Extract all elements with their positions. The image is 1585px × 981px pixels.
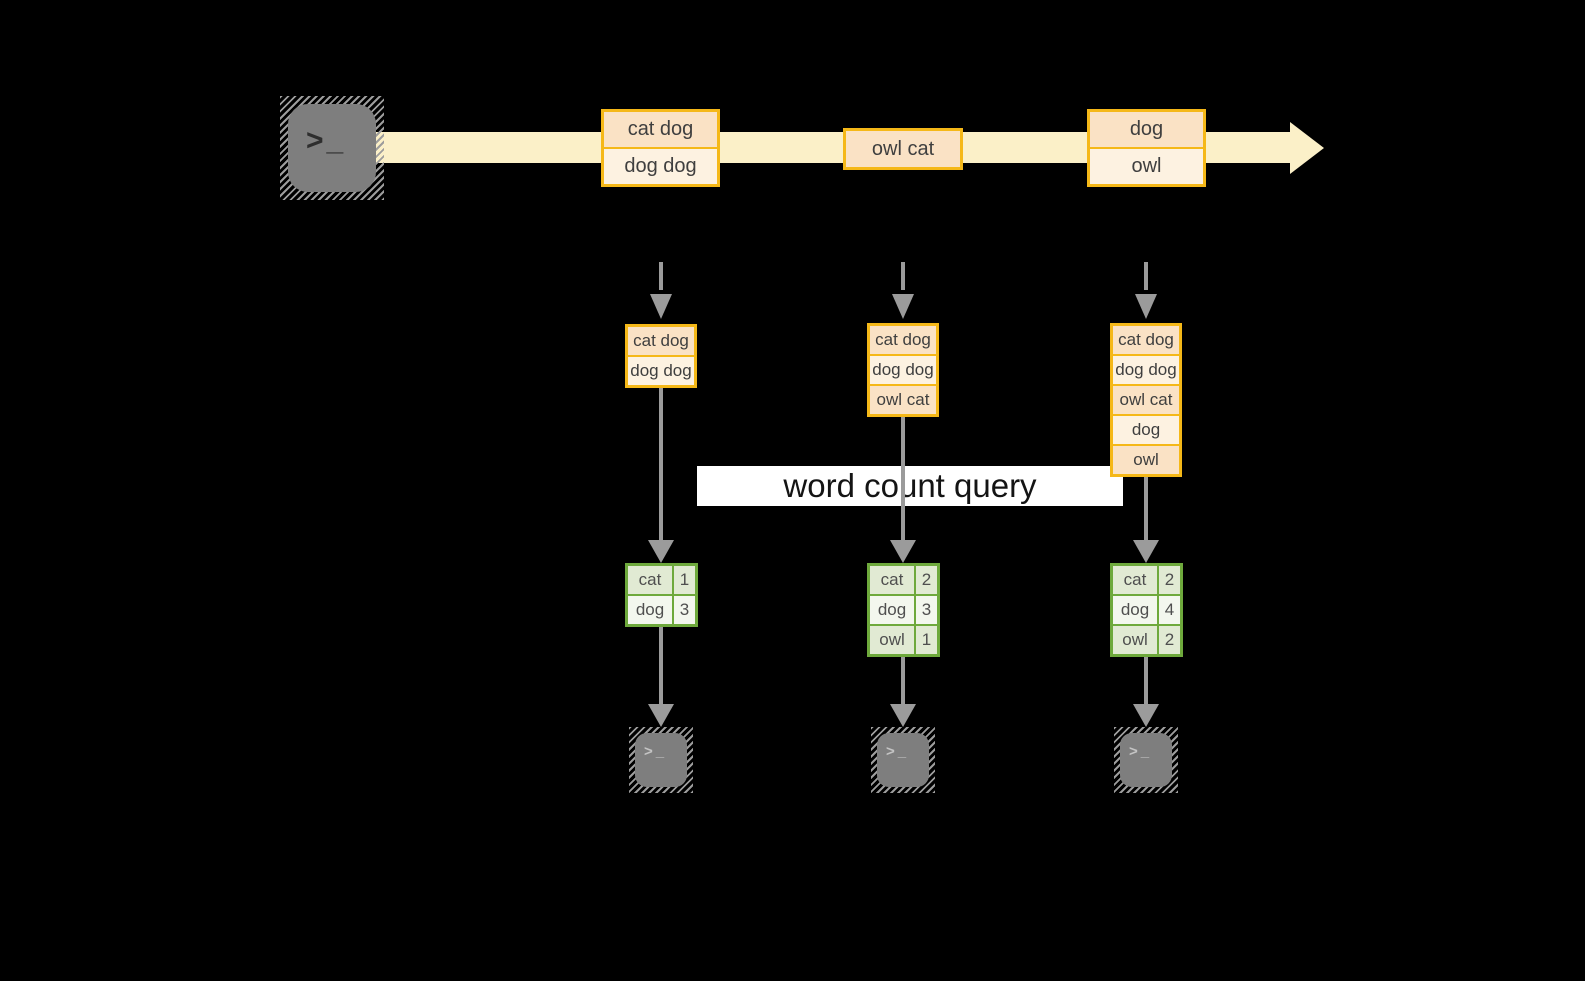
word-count-table: cat 2 dog 4 owl 2 — [1110, 563, 1183, 657]
stream-item-cell: owl cat — [846, 131, 960, 167]
stack-item-cell: dog dog — [628, 357, 694, 385]
source-terminal-icon: > _ — [280, 96, 384, 200]
stream-arrowhead-icon — [1290, 122, 1324, 174]
word-count-table: cat 1 dog 3 — [625, 563, 698, 627]
stream-batch: owl cat — [843, 128, 963, 170]
count-cell: 2 — [1159, 566, 1180, 594]
stack-item-cell: cat dog — [1113, 326, 1179, 354]
connector-line — [901, 417, 905, 540]
cursor-icon: _ — [655, 743, 665, 760]
word-cell: cat — [1113, 566, 1157, 594]
arrowhead-icon — [648, 704, 674, 727]
word-cell: owl — [870, 626, 914, 654]
stack-item-cell: owl — [1113, 446, 1179, 474]
count-cell: 1 — [916, 626, 937, 654]
stream-item-cell: cat dog — [604, 112, 717, 147]
stream-item-cell: dog dog — [604, 149, 717, 184]
cursor-icon: _ — [326, 124, 344, 157]
dashed-arrow-line — [1144, 262, 1148, 290]
stack-item-cell: dog dog — [870, 356, 936, 384]
connector-line — [901, 657, 905, 704]
arrowhead-icon — [1135, 294, 1157, 319]
count-cell: 4 — [1159, 596, 1180, 624]
count-row: cat 2 — [870, 566, 937, 594]
cursor-icon: _ — [1140, 743, 1150, 760]
terminal-screen: > _ — [877, 733, 929, 787]
arrowhead-icon — [1133, 540, 1159, 563]
terminal-screen: > _ — [1120, 733, 1172, 787]
count-cell: 1 — [674, 566, 695, 594]
sink-terminal-icon: > _ — [629, 727, 693, 793]
terminal-screen: > _ — [635, 733, 687, 787]
word-cell: owl — [1113, 626, 1157, 654]
word-cell: dog — [628, 596, 672, 624]
dashed-arrow-line — [901, 262, 905, 290]
count-row: owl 2 — [1113, 626, 1180, 654]
stream-batch: cat dog dog dog — [601, 109, 720, 187]
connector-line — [1144, 657, 1148, 704]
stack-item-cell: owl cat — [870, 386, 936, 414]
connector-line — [1144, 477, 1148, 540]
connector-line — [659, 627, 663, 704]
count-cell: 3 — [674, 596, 695, 624]
arrowhead-icon — [890, 540, 916, 563]
arrowhead-icon — [892, 294, 914, 319]
prompt-chevron-icon: > — [644, 743, 653, 760]
dashed-arrow-line — [659, 262, 663, 290]
stack-item-cell: cat dog — [870, 326, 936, 354]
count-row: cat 2 — [1113, 566, 1180, 594]
terminal-screen: > _ — [288, 104, 376, 192]
count-cell: 2 — [1159, 626, 1180, 654]
count-row: dog 3 — [628, 596, 695, 624]
count-cell: 2 — [916, 566, 937, 594]
stream-batch: dog owl — [1087, 109, 1206, 187]
stack-item-cell: dog — [1113, 416, 1179, 444]
count-row: dog 4 — [1113, 596, 1180, 624]
micro-batch-stack: cat dog dog dog owl cat dog owl — [1110, 323, 1182, 477]
stream-item-cell: dog — [1090, 112, 1203, 147]
word-count-query-label: word count query — [697, 466, 1123, 506]
count-row: owl 1 — [870, 626, 937, 654]
sink-terminal-icon: > _ — [1114, 727, 1178, 793]
arrowhead-icon — [1133, 704, 1159, 727]
stack-item-cell: owl cat — [1113, 386, 1179, 414]
micro-batch-stack: cat dog dog dog owl cat — [867, 323, 939, 417]
prompt-chevron-icon: > — [1129, 743, 1138, 760]
word-cell: cat — [870, 566, 914, 594]
prompt-chevron-icon: > — [306, 124, 324, 157]
count-row: dog 3 — [870, 596, 937, 624]
micro-batch-stack: cat dog dog dog — [625, 324, 697, 388]
cursor-icon: _ — [897, 743, 907, 760]
stack-item-cell: dog dog — [1113, 356, 1179, 384]
count-cell: 3 — [916, 596, 937, 624]
connector-line — [659, 388, 663, 540]
stack-item-cell: cat dog — [628, 327, 694, 355]
word-count-table: cat 2 dog 3 owl 1 — [867, 563, 940, 657]
word-cell: dog — [1113, 596, 1157, 624]
count-row: cat 1 — [628, 566, 695, 594]
sink-terminal-icon: > _ — [871, 727, 935, 793]
arrowhead-icon — [890, 704, 916, 727]
stream-item-cell: owl — [1090, 149, 1203, 184]
arrowhead-icon — [650, 294, 672, 319]
prompt-chevron-icon: > — [886, 743, 895, 760]
word-cell: dog — [870, 596, 914, 624]
arrowhead-icon — [648, 540, 674, 563]
word-cell: cat — [628, 566, 672, 594]
